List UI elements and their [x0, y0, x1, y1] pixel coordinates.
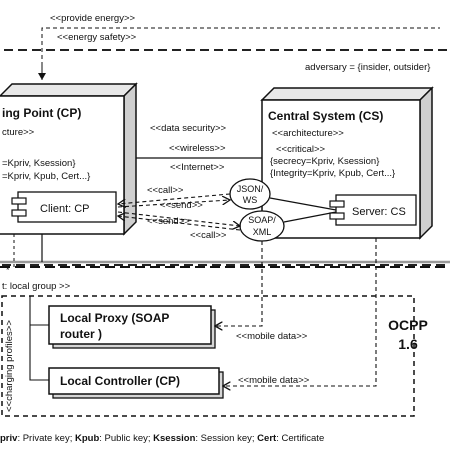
adversary-label: adversary = {insider, outsider}: [305, 62, 430, 73]
mobile-data-link-2: [223, 238, 377, 386]
cp-attr-1: =Kpriv, Ksession}: [2, 158, 76, 169]
component-icon: [329, 212, 345, 220]
local-controller-box: [48, 367, 220, 395]
legend-cert-text: : Certificate: [276, 433, 324, 444]
component-icon: [329, 200, 345, 208]
cp-title: ing Point (CP): [2, 106, 81, 120]
cs-architecture: <<architecture>>: [272, 128, 344, 139]
legend-ksession-text: : Session key;: [195, 433, 257, 444]
charging-point-node: ing Point (CP) cture>> =Kpriv, Ksession}…: [0, 82, 138, 236]
legend-kpub-key: Kpub: [75, 433, 99, 444]
cp-cs-links: <<data security>> <<wireless>> <<Interne…: [136, 123, 262, 173]
local-group-label: t: local group >>: [2, 281, 71, 292]
call-label-top: <<call>>: [147, 185, 184, 196]
internet-label: <<Internet>>: [170, 162, 225, 173]
json-server-link: [269, 197, 337, 211]
legend-kpub-text: : Public key;: [99, 433, 153, 444]
cs-title: Central System (CS): [268, 109, 383, 123]
send-arrow-1: [117, 200, 230, 208]
legend: priv: Private key; Kpub: Public key; Kse…: [0, 433, 324, 444]
local-proxy-line-1: Local Proxy (SOAP: [60, 311, 169, 325]
legend-kpriv-text: : Private key;: [17, 433, 75, 444]
provide-energy-label: <<provide energy>>: [50, 13, 135, 24]
data-security-label: <<data security>>: [150, 123, 227, 134]
legend-kpriv-key: priv: [0, 433, 18, 444]
cs-critical: <<critical>>: [276, 144, 326, 155]
wireless-label: <<wireless>>: [169, 143, 226, 154]
mobile-data-label-1: <<mobile data>>: [236, 331, 308, 342]
legend-cert-key: Cert: [257, 433, 277, 444]
energy-safety-label: <<energy safety>>: [57, 32, 137, 43]
send-label-1: <<send>>: [160, 200, 203, 211]
legend-ksession-key: Ksession: [153, 433, 195, 444]
cp-attr-2: =Kpriv, Kpub, Cert...}: [2, 171, 90, 182]
client-label: Client: CP: [40, 203, 90, 215]
local-proxy-line-2: router ): [60, 327, 102, 341]
local-group-boundary: [1, 295, 415, 417]
soap-label: SOAP/: [248, 215, 276, 225]
soap-server-link: [283, 211, 337, 223]
cp-controller-link: [29, 296, 49, 381]
cs-secrecy: {secrecy=Kpriv, Ksession}: [270, 156, 379, 167]
central-system-node: Central System (CS) <<architecture>> <<c…: [260, 86, 434, 240]
ws-label: WS: [243, 195, 258, 205]
local-group: * t: local group >> <<charging profiles>…: [1, 234, 428, 417]
message-flows: <<call>> <<send>> <<send>> <<call>>: [118, 185, 240, 241]
ocpp-label: OCPP: [388, 317, 428, 333]
mobile-data-link-1: [215, 241, 263, 326]
server-label: Server: CS: [352, 206, 406, 218]
json-label: JSON/: [237, 184, 264, 194]
local-group-marker: *: [6, 265, 10, 275]
component-icon: [11, 197, 27, 205]
xml-label: XML: [253, 227, 272, 237]
cp-architecture: cture>>: [2, 127, 35, 138]
local-controller-label: Local Controller (CP): [60, 374, 180, 388]
energy-links: <<provide energy>> <<energy safety>>: [38, 13, 440, 80]
cs-integrity: {Integrity=Kpriv, Kpub, Cert...}: [270, 168, 395, 179]
mobile-data-label-2: <<mobile data>>: [238, 375, 310, 386]
charging-profiles-label: <<charging profiles>>: [4, 320, 15, 412]
ocpp-version: 1.6: [398, 336, 418, 352]
client-component: [17, 191, 117, 223]
component-icon: [11, 209, 27, 217]
call-label-bottom: <<call>>: [190, 230, 227, 241]
server-component: [335, 194, 417, 226]
call-arrow-top: [118, 193, 231, 204]
